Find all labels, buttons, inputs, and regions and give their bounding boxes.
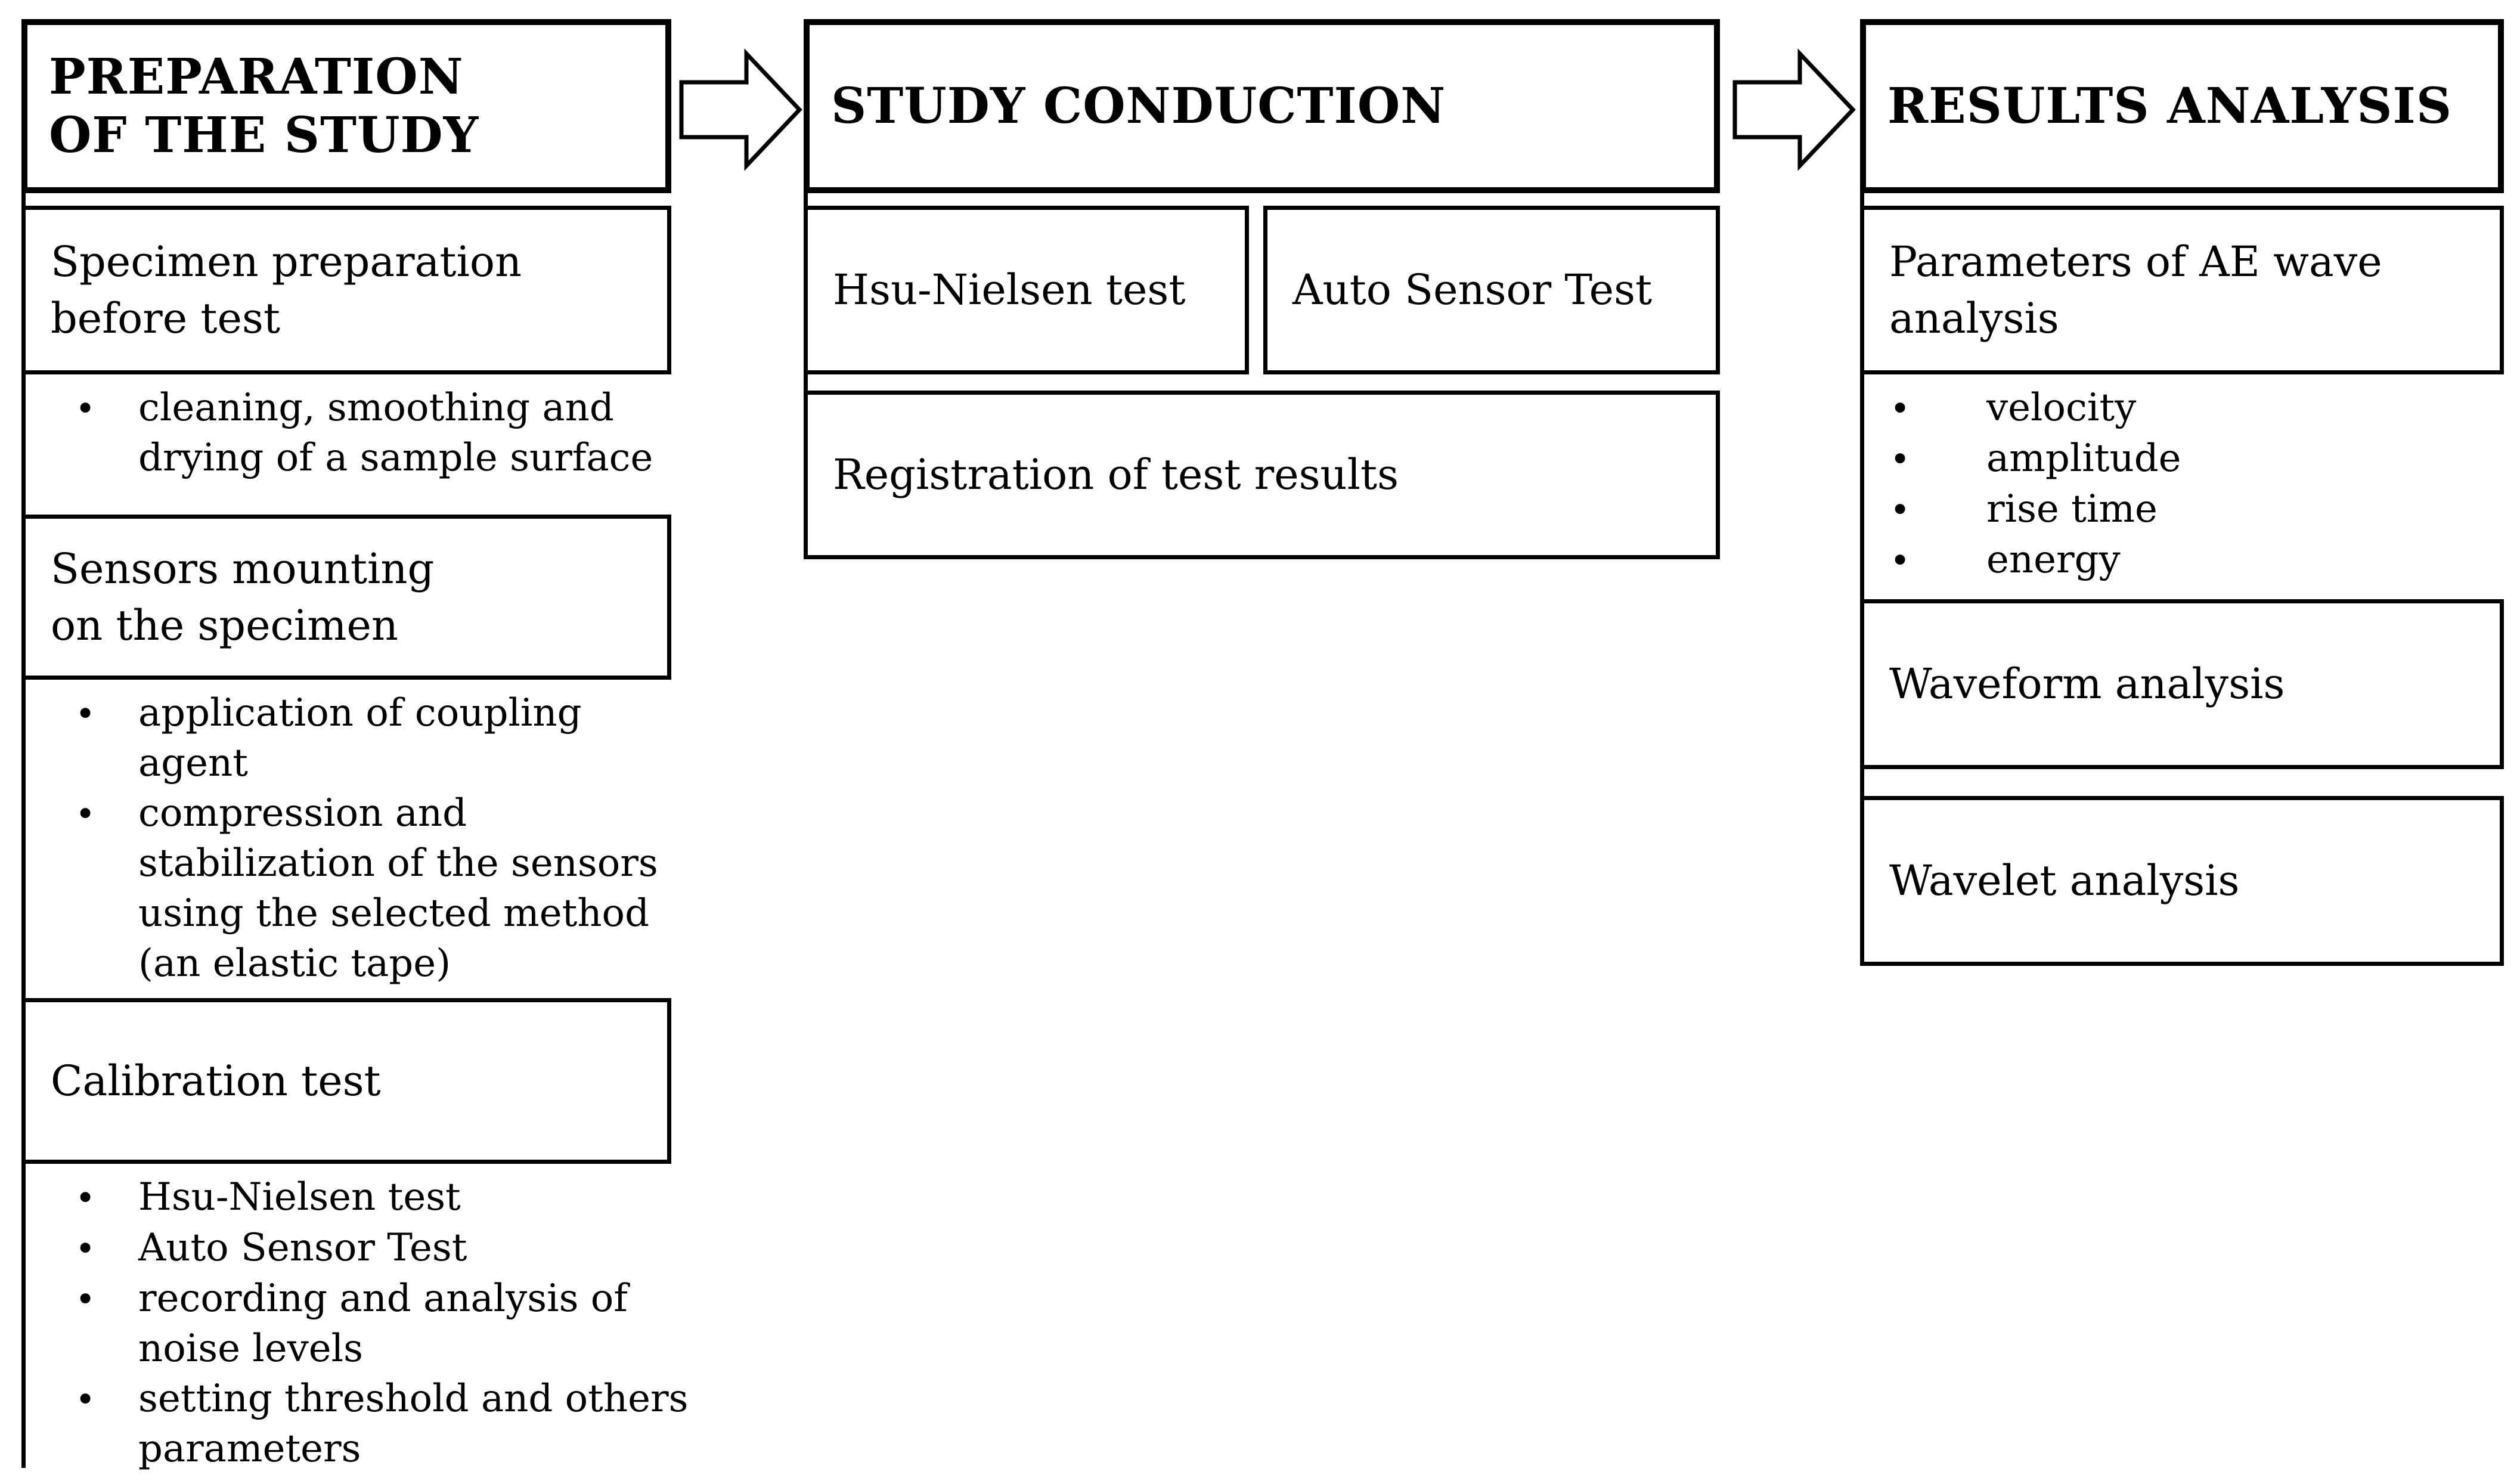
list-item: recording and analysis of noise levels [55, 1274, 671, 1374]
bullet-text: amplitude [1986, 436, 2181, 481]
list-item: application of coupling agent [55, 688, 671, 788]
list-item: cleaning, smoothing and drying of a samp… [55, 383, 671, 483]
box-specimen-line2: before test [51, 293, 281, 343]
bullet-text: velocity [1986, 386, 2137, 430]
bullet-text: noise levels [138, 1327, 363, 1371]
list-item: amplitude [1872, 433, 2504, 484]
box-sensors-line2: on the specimen [51, 600, 399, 650]
column-results-left-border [1860, 19, 1864, 966]
column-preparation-left-border [21, 19, 26, 1468]
box-parameters-line2: analysis [1889, 293, 2059, 343]
arrow-right-icon [1732, 48, 1856, 171]
bullet-text: agent [138, 741, 248, 785]
bullet-text: application of coupling [138, 691, 582, 735]
bullet-icon [55, 688, 138, 739]
box-calibration-line1: Calibration test [51, 1056, 381, 1105]
header-box-study-conduction: STUDY CONDUCTION [804, 19, 1720, 193]
box-specimen-line1: Specimen preparation [51, 237, 522, 286]
list-item: Auto Sensor Test [55, 1223, 671, 1274]
box-parameters-line1: Parameters of AE wave [1889, 237, 2382, 286]
bullet-list-calibration: Hsu-Nielsen test Auto Sensor Test record… [21, 1164, 688, 1484]
bullet-list-sensors: application of coupling agent compressio… [21, 680, 671, 998]
box-wavelet-analysis: Wavelet analysis [1860, 796, 2504, 966]
list-item: velocity [1872, 383, 2504, 433]
box-hsu-line1: Hsu-Nielsen test [833, 265, 1186, 314]
bullet-text: parameters [138, 1427, 361, 1471]
header-conduction-line1: STUDY CONDUCTION [831, 78, 1446, 135]
list-item: compression and stabilization of the sen… [55, 788, 671, 989]
bullet-icon [55, 1374, 138, 1424]
list-item: Hsu-Nielsen test [55, 1172, 671, 1223]
box-sensors-mounting: Sensors mounting on the specimen [21, 515, 671, 680]
list-item: setting threshold and others parameters [55, 1374, 688, 1474]
list-item: energy [1872, 535, 2504, 585]
bullet-text: using the selected method [138, 891, 650, 935]
bullet-text: setting threshold and others [138, 1377, 689, 1421]
header-results-line1: RESULTS ANALYSIS [1887, 78, 2453, 135]
bullet-text: compression and [138, 791, 467, 835]
box-parameters-ae-wave: Parameters of AE wave analysis [1860, 206, 2504, 374]
bullet-icon [55, 1274, 138, 1324]
box-hsu-nielsen-test: Hsu-Nielsen test [804, 206, 1249, 374]
bullet-icon [1872, 535, 1986, 585]
bullet-list-specimen: cleaning, smoothing and drying of a samp… [21, 374, 671, 515]
box-calibration-test: Calibration test [21, 998, 671, 1164]
bullet-text: recording and analysis of [138, 1277, 628, 1321]
list-item: rise time [1872, 484, 2504, 535]
bullet-icon [55, 1223, 138, 1274]
box-wavelet-line1: Wavelet analysis [1889, 856, 2240, 905]
box-specimen-preparation: Specimen preparation before test [21, 206, 671, 374]
box-registration-results: Registration of test results [804, 391, 1720, 559]
bullet-text: (an elastic tape) [138, 941, 451, 986]
bullet-icon [1872, 484, 1986, 535]
bullet-text: rise time [1986, 487, 2158, 531]
bullet-text: Hsu-Nielsen test [138, 1175, 461, 1219]
box-waveform-line1: Waveform analysis [1889, 659, 2285, 708]
header-box-preparation: PREPARATION OF THE STUDY [21, 19, 671, 193]
bullet-text: cleaning, smoothing and [138, 386, 614, 430]
bullet-icon [55, 1172, 138, 1223]
bullet-text: stabilization of the sensors [138, 841, 658, 885]
bullet-icon [1872, 433, 1986, 484]
bullet-list-parameters: velocity amplitude rise time energy [1860, 374, 2504, 599]
bullet-text: Auto Sensor Test [138, 1226, 467, 1270]
box-waveform-analysis: Waveform analysis [1860, 599, 2504, 769]
box-sensors-line1: Sensors mounting [51, 544, 435, 593]
header-preparation-line1: PREPARATION [49, 48, 464, 106]
arrow-right-icon [679, 48, 802, 171]
bullet-text: energy [1986, 538, 2121, 582]
bullet-icon [55, 788, 138, 839]
box-auto-sensor-test: Auto Sensor Test [1263, 206, 1720, 374]
box-registration-line1: Registration of test results [833, 450, 1399, 499]
bullet-text: drying of a sample surface [138, 436, 653, 480]
header-box-results-analysis: RESULTS ANALYSIS [1860, 19, 2504, 193]
header-preparation-line2: OF THE STUDY [49, 107, 479, 164]
bullet-icon [1872, 383, 1986, 433]
bullet-icon [55, 383, 138, 433]
box-auto-line1: Auto Sensor Test [1292, 265, 1653, 314]
